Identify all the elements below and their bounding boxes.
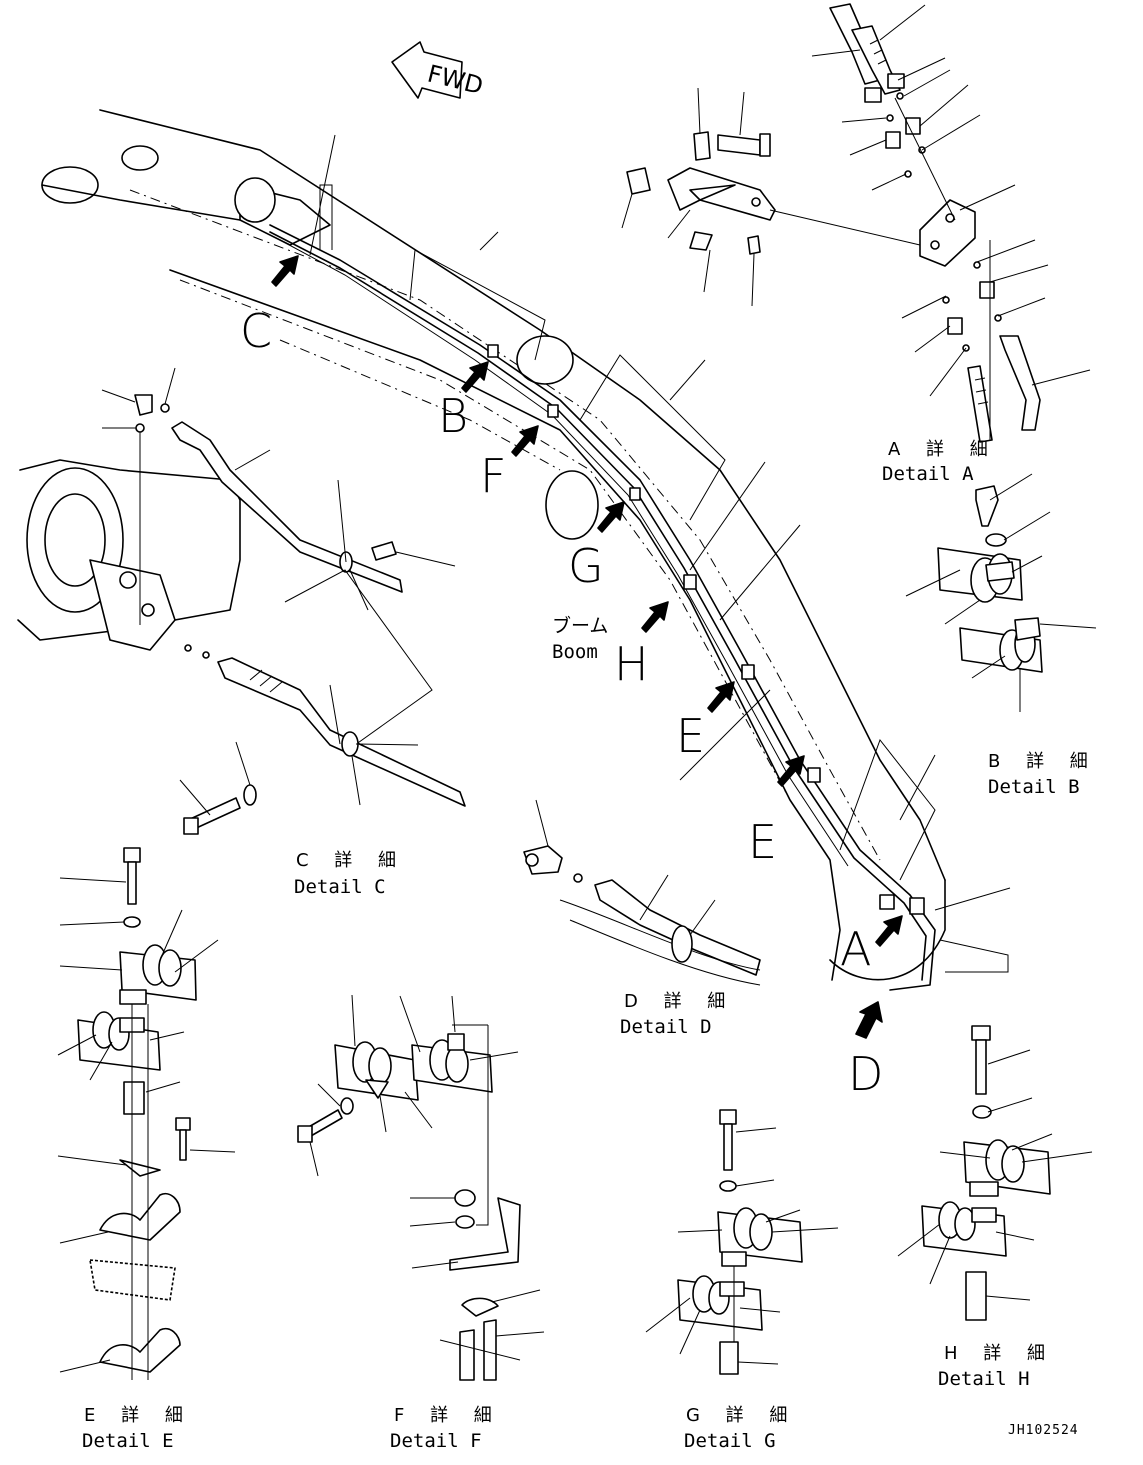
arrow-h-icon <box>641 601 669 633</box>
detail-f-drawing <box>297 994 545 1381</box>
detail-h-title-jp: H 詳 細 <box>944 1343 1055 1364</box>
detail-a-drawing <box>621 3 1091 443</box>
detail-f-title-en: Detail F <box>390 1430 482 1452</box>
callout-g: G <box>568 539 604 593</box>
fwd-arrow-icon: FWD <box>391 41 486 100</box>
detail-b-drawing <box>905 473 1097 712</box>
callout-h: H <box>614 637 649 691</box>
detail-g-title-jp: G 詳 細 <box>686 1405 797 1426</box>
arrow-e2-icon <box>777 755 805 787</box>
arrow-b-icon <box>461 361 489 393</box>
detail-e-title-en: Detail E <box>82 1430 174 1452</box>
detail-d-title-jp: D 詳 細 <box>624 991 735 1012</box>
callout-d: D <box>848 1047 883 1101</box>
callout-c: C <box>240 304 272 358</box>
arrow-e1-icon <box>707 681 735 713</box>
detail-d-title-en: Detail D <box>620 1016 712 1038</box>
callout-e2: E <box>748 815 777 869</box>
callout-arrows <box>271 255 903 1039</box>
detail-c-title-jp: C 詳 細 <box>296 850 406 871</box>
arrow-c-icon <box>271 255 299 287</box>
drawing-id: JH102524 <box>1008 1423 1079 1438</box>
main-leaders <box>309 134 1011 973</box>
boom-body <box>41 109 946 981</box>
detail-g-title-en: Detail G <box>684 1430 776 1452</box>
callout-b: B <box>438 389 468 443</box>
detail-c-title-en: Detail C <box>294 876 386 898</box>
boom-label-jp: ブーム <box>552 614 608 637</box>
arrow-f-icon <box>511 425 539 457</box>
detail-f-title-jp: F 詳 細 <box>394 1405 502 1426</box>
callout-a: A <box>840 922 871 976</box>
arrow-a-icon <box>875 915 903 947</box>
detail-a-title-en: Detail A <box>882 463 974 485</box>
detail-b-title-en: Detail B <box>988 776 1080 798</box>
arrow-g-icon <box>597 501 625 533</box>
fwd-label: FWD <box>425 59 486 100</box>
detail-h-drawing <box>897 1025 1093 1321</box>
detail-e-drawing <box>57 847 236 1380</box>
callout-f: F <box>480 449 506 503</box>
detail-e-title-jp: E 詳 細 <box>84 1405 193 1426</box>
detail-g-drawing <box>645 1109 839 1375</box>
hose-run <box>269 224 936 991</box>
arrow-d-icon <box>855 1001 883 1039</box>
detail-b-title-jp: B 詳 細 <box>988 751 1098 772</box>
detail-a-title-jp: A 詳 細 <box>888 439 998 460</box>
detail-c-drawing <box>17 367 466 835</box>
callout-e1: E <box>676 709 705 763</box>
boom-label-en: Boom <box>552 641 598 663</box>
detail-d-drawing <box>523 799 761 986</box>
detail-h-title-en: Detail H <box>938 1368 1030 1390</box>
